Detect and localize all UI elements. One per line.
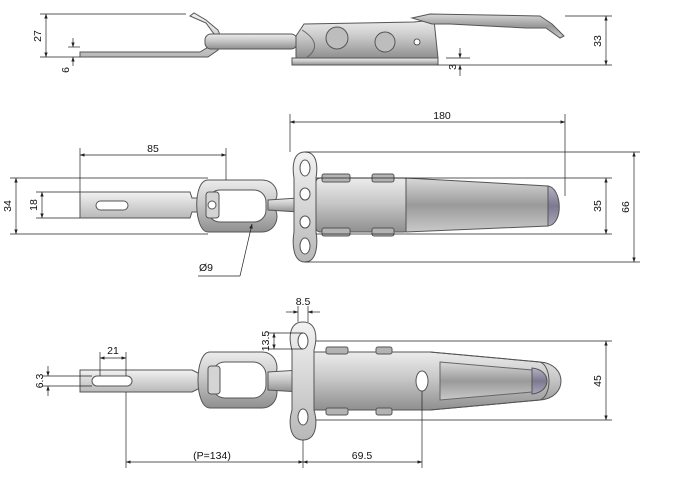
dim-bottom-height-13-5: 13.5 — [260, 331, 272, 352]
dim-bottom-length-69-5: 69.5 — [352, 450, 373, 462]
dim-top-thickness-6: 6 — [60, 67, 72, 73]
bottom-view: 8.5 13.5 21 6.3 45 (P=134) 69.5 — [34, 296, 612, 468]
dim-top-height-27: 27 — [32, 30, 44, 42]
dim-bottom-pitch-134: (P=134) — [193, 450, 231, 462]
dim-front-height-18: 18 — [28, 199, 40, 211]
dim-bottom-height-45: 45 — [592, 375, 604, 387]
dim-front-height-35: 35 — [592, 200, 604, 212]
dim-front-length-85: 85 — [147, 143, 159, 155]
dim-bottom-height-6-3: 6.3 — [34, 374, 46, 389]
dim-top-base-3: 3 — [447, 64, 459, 70]
dim-top-height-33: 33 — [592, 35, 604, 47]
dim-front-height-34: 34 — [2, 200, 14, 212]
dim-bottom-width-8-5: 8.5 — [296, 296, 311, 308]
dim-front-length-180: 180 — [433, 110, 451, 122]
dim-front-height-66: 66 — [620, 201, 632, 213]
front-view: 180 85 34 18 35 66 Ø9 — [2, 110, 640, 277]
top-view: 27 6 33 3 — [32, 12, 612, 76]
dim-bottom-length-21: 21 — [107, 345, 119, 357]
dim-front-diameter-9: Ø9 — [199, 262, 213, 274]
